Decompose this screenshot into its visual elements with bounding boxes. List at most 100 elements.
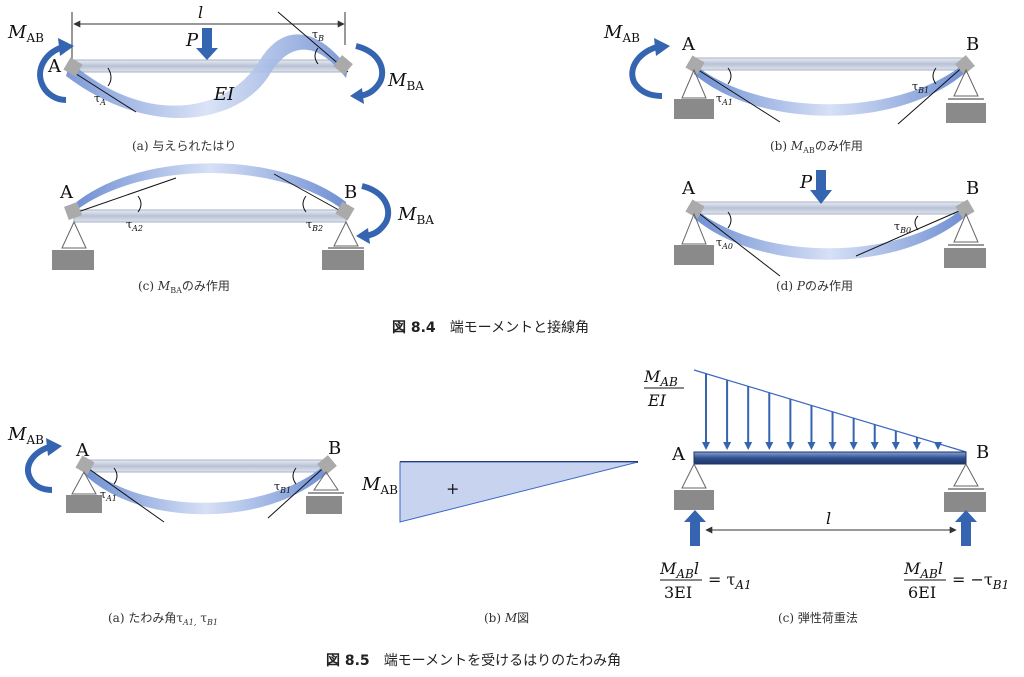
load-arrow-head — [810, 190, 832, 204]
fig84-c-panel: MBA A B τA2 τB2 (c) MBAのみ作用 — [52, 163, 434, 295]
pin-support-a — [71, 470, 97, 495]
caption-fig84-b: (b) MABのみ作用 — [770, 139, 863, 155]
tau-b-label: τB0 — [894, 220, 911, 235]
end-block-b — [955, 55, 975, 75]
tau-b-label: τB — [312, 28, 324, 43]
left-formula-rhs: = τA1 — [708, 570, 752, 592]
deflected-curve — [694, 62, 966, 116]
span-label: l — [826, 509, 831, 528]
moment-arrowhead-ab — [654, 38, 670, 56]
right-formula-denominator: 6EI — [908, 583, 936, 602]
node-b-label: B — [344, 182, 357, 203]
length-label: l — [198, 3, 203, 22]
moment-diagram-triangle — [399, 461, 639, 523]
roller-support-b — [953, 462, 979, 487]
end-block-a — [63, 57, 83, 77]
fig85-a-panel: MAB A B τA1 τB1 (a) たわみ角τA1,τB1 — [7, 424, 344, 627]
reaction-arrowhead-b — [955, 510, 977, 522]
node-b-label: B — [328, 438, 341, 459]
roller-support-b — [333, 220, 359, 247]
caption-fig84-d: (d) Pのみ作用 — [776, 279, 853, 293]
load-arrow-head — [891, 442, 900, 450]
support-base-b — [306, 496, 342, 514]
load-arrow-head — [723, 442, 732, 450]
tangent-line-b — [267, 461, 331, 519]
moment-label: MAB — [603, 22, 640, 45]
caption-fig85-b: (b) M図 — [484, 611, 529, 625]
straight-beam — [83, 459, 329, 473]
left-formula-numerator: MABl — [659, 559, 699, 581]
node-a-label: A — [47, 56, 62, 77]
support-base-a — [674, 99, 714, 119]
pin-support-a — [681, 462, 707, 489]
support-base-b — [946, 103, 986, 123]
deflected-curve — [694, 206, 966, 260]
tangent-line-a — [69, 69, 137, 113]
pin-support-a — [61, 220, 87, 249]
support-base-a — [674, 245, 714, 265]
straight-beam — [693, 57, 967, 71]
load-fraction-numerator: MAB — [643, 367, 678, 389]
reaction-arrow-a — [690, 520, 700, 546]
moment-label: MAB — [361, 474, 398, 497]
end-block-b — [335, 201, 355, 221]
conjugate-beam — [693, 451, 967, 465]
roller-support-b — [313, 471, 339, 491]
caption-fig85-a: (a) たわみ角τA1,τB1 — [108, 611, 218, 627]
tau-b-label: τB1 — [274, 480, 291, 495]
moment-arrow-ab — [629, 43, 663, 99]
tau-a-arc — [727, 211, 732, 229]
tau-a-arc — [137, 195, 142, 213]
fig84-b-panel: MAB A B τA1 τB1 (b) MABのみ作用 — [603, 22, 986, 155]
support-base-a — [674, 490, 714, 510]
reaction-arrow-b — [961, 520, 971, 546]
load-arrow-shaft — [816, 170, 826, 192]
reaction-arrowhead-a — [684, 510, 706, 522]
node-a-label: A — [671, 444, 686, 465]
caption-fig85-c: (c) 弾性荷重法 — [778, 611, 858, 625]
moment-arrow-ab — [37, 43, 67, 103]
moment-label-ba: MBA — [387, 70, 424, 93]
tau-a-arc — [727, 67, 732, 85]
caption-fig84-c: (c) MBAのみ作用 — [138, 279, 230, 295]
support-base-b — [944, 248, 986, 268]
node-a-label: A — [681, 178, 696, 199]
moment-arrow-ba — [361, 183, 392, 239]
deflected-curve — [84, 462, 328, 515]
moment-arrowhead-ba — [356, 228, 370, 244]
tau-b-arc — [302, 195, 307, 213]
load-arrow-shaft — [202, 28, 212, 50]
fig85-c-panel: A B MAB EI l MABl 3EI = τA1 MABl 6EI = −… — [643, 367, 1009, 625]
roller-support-b — [953, 212, 979, 243]
tau-b-arc — [914, 215, 919, 231]
deflected-curve — [74, 163, 346, 212]
tangent-line-b — [277, 11, 349, 73]
load-arrow-head — [934, 442, 942, 450]
moment-arrowhead-ab — [58, 38, 74, 56]
tau-b-arc — [932, 67, 937, 85]
stiffness-label: EI — [213, 84, 235, 105]
pin-support-a — [681, 68, 707, 99]
end-block-a — [685, 199, 705, 219]
load-arrow-head — [196, 48, 218, 60]
moment-label: MAB — [7, 424, 44, 447]
fig85-b-panel: + MAB (b) M図 — [361, 461, 639, 625]
end-block-b — [317, 455, 337, 475]
fig84-d-panel: P A B τA0 τB0 (d) Pのみ作用 — [674, 170, 986, 293]
load-arrow-head — [870, 442, 879, 450]
moment-arrow-ab — [25, 443, 53, 493]
tau-a-arc — [107, 67, 112, 87]
end-block-b — [955, 199, 975, 219]
tau-b-arc — [292, 467, 297, 485]
load-label: P — [799, 172, 813, 193]
end-block-b — [333, 55, 353, 75]
tangent-line-a — [71, 177, 177, 215]
end-block-a — [685, 55, 705, 75]
node-b-label: B — [966, 34, 979, 55]
load-arrow-head — [765, 442, 774, 450]
load-fraction-denominator: EI — [647, 391, 667, 410]
support-base-b — [944, 492, 986, 512]
sign-plus: + — [446, 479, 459, 498]
